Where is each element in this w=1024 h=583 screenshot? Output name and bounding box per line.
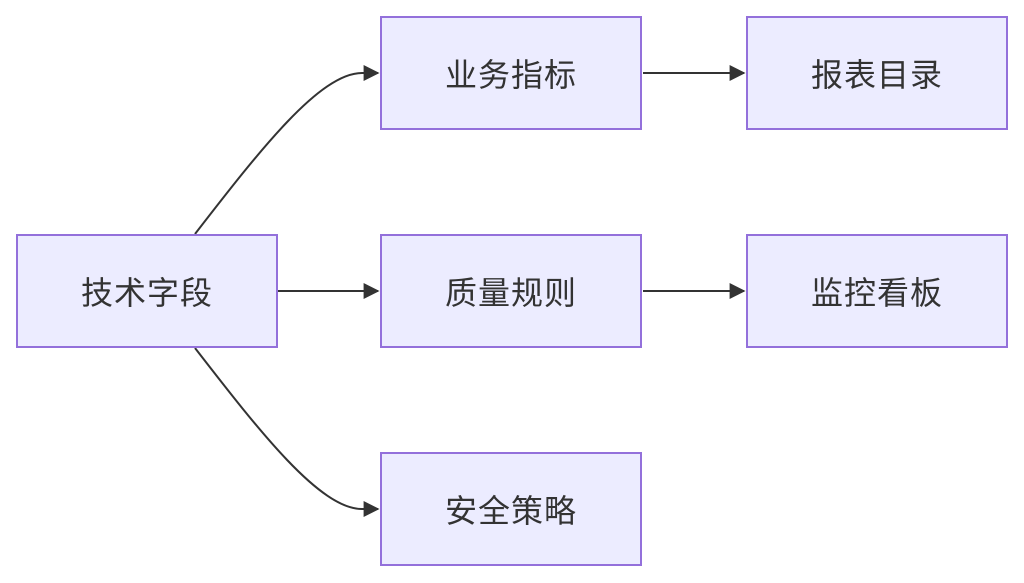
node-tech-field[interactable]: 技术字段 — [16, 234, 278, 348]
node-business-metric[interactable]: 业务指标 — [380, 16, 642, 130]
node-quality-rule[interactable]: 质量规则 — [380, 234, 642, 348]
node-quality-rule-label: 质量规则 — [444, 274, 577, 312]
edge-tech-to-security — [194, 347, 380, 517]
node-security-policy[interactable]: 安全策略 — [380, 452, 642, 566]
edge-tech-to-business — [194, 65, 380, 235]
node-tech-field-label: 技术字段 — [80, 274, 213, 312]
node-monitor-board-label: 监控看板 — [810, 274, 943, 312]
node-report-catalog[interactable]: 报表目录 — [746, 16, 1008, 130]
node-business-metric-label: 业务指标 — [444, 56, 577, 94]
node-security-policy-label: 安全策略 — [444, 492, 577, 530]
node-monitor-board[interactable]: 监控看板 — [746, 234, 1008, 348]
node-report-catalog-label: 报表目录 — [810, 56, 943, 94]
